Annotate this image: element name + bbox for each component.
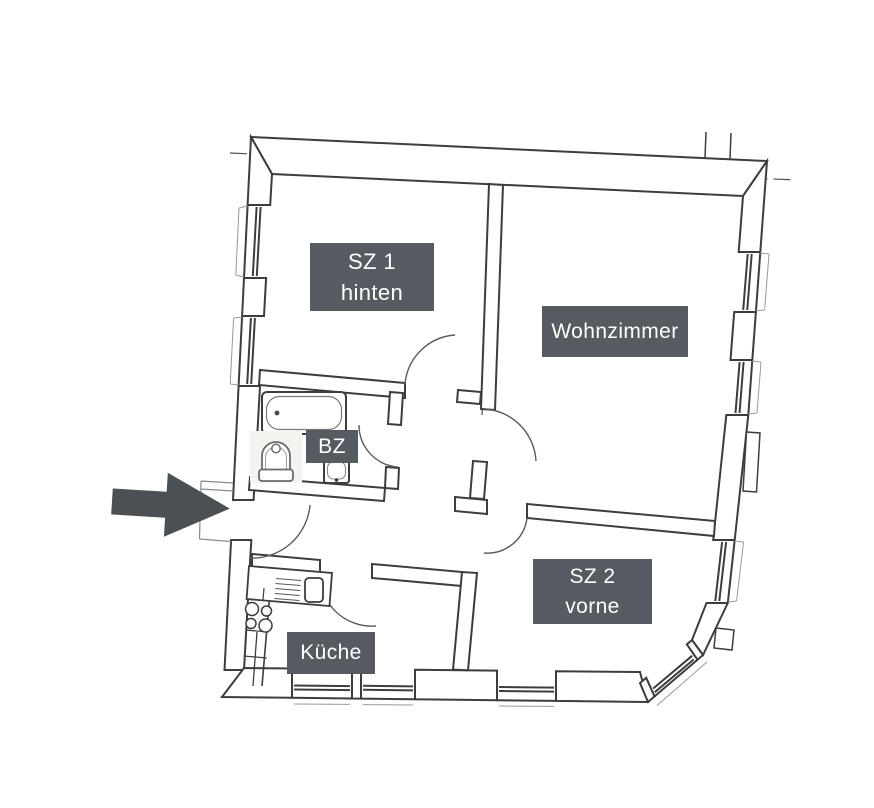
window-left-1 bbox=[235, 204, 271, 279]
window-bottom-kitchen-1 bbox=[291, 668, 353, 705]
wall-bz-east-upper bbox=[386, 390, 405, 427]
room-label-bz: BZ bbox=[306, 430, 358, 463]
stove-icon bbox=[244, 601, 273, 633]
window-right-1 bbox=[734, 251, 770, 313]
room-label-sz1: SZ 1 hinten bbox=[310, 243, 434, 311]
room-label-sz1-line1: SZ 1 bbox=[347, 248, 397, 274]
door-arc-entrance bbox=[248, 504, 311, 559]
bottom-wall bbox=[220, 666, 293, 699]
room-label-sz2: SZ 2 vorne bbox=[533, 559, 652, 624]
room-label-kueche: Küche bbox=[287, 632, 375, 674]
wall-sz2-north-stub bbox=[454, 495, 488, 516]
windows bbox=[229, 204, 770, 707]
wall-sz2-north bbox=[526, 502, 717, 538]
kitchen-counter-icon bbox=[243, 565, 333, 687]
kitchen-sink-drainer bbox=[274, 578, 302, 601]
toilet-icon bbox=[250, 431, 302, 483]
window-bottom-kitchen-2 bbox=[360, 669, 416, 706]
door-arc-sz1 bbox=[404, 334, 456, 385]
radiator-niche bbox=[742, 431, 761, 493]
wall-kueche-north-b bbox=[371, 562, 463, 588]
room-label-sz1-line2: hinten bbox=[340, 280, 404, 305]
wall-sz1-wohnzimmer bbox=[479, 182, 505, 412]
wall-bz-east-lower bbox=[383, 465, 401, 491]
door-arc-wohnzimmer bbox=[484, 408, 537, 462]
entrance-recess bbox=[198, 480, 234, 543]
kitchen-sink-bowl bbox=[304, 577, 324, 603]
right-wall bbox=[712, 414, 750, 541]
wall-kueche-east bbox=[451, 570, 479, 672]
window-left-2 bbox=[229, 315, 264, 387]
window-bay bbox=[645, 643, 708, 706]
bathtub-icon bbox=[261, 391, 347, 435]
wall-hall-wohnzimmer bbox=[468, 459, 489, 501]
bottom-wall bbox=[555, 670, 650, 704]
room-label-bz-line1: BZ bbox=[318, 434, 346, 458]
right-wall bbox=[729, 311, 757, 361]
room-label-wohnzimmer-line1: Wohnzimmer bbox=[551, 319, 679, 343]
wall-sz1-south-stub bbox=[455, 388, 483, 406]
room-label-wohnzimmer: Wohnzimmer bbox=[542, 306, 688, 357]
door-arc-bz bbox=[358, 424, 399, 468]
room-label-sz2-line1: SZ 2 bbox=[569, 564, 616, 588]
window-right-2 bbox=[726, 359, 762, 416]
wall-sz1-south bbox=[257, 368, 406, 400]
window-right-3 bbox=[706, 539, 744, 604]
top-wall bbox=[249, 135, 769, 198]
door-arc-sz2 bbox=[483, 517, 528, 554]
bottom-wall bbox=[414, 668, 498, 702]
room-label-kueche-line1: Küche bbox=[300, 641, 362, 665]
top-wall-stub bbox=[704, 131, 707, 159]
left-wall bbox=[241, 277, 268, 317]
top-wall-stub bbox=[729, 132, 732, 160]
entrance-arrow bbox=[111, 472, 230, 537]
kitchen-sink-unit bbox=[245, 565, 333, 607]
window-bottom-sz2 bbox=[496, 670, 557, 707]
pillar-notch bbox=[713, 627, 735, 651]
room-label-sz2-line2: vorne bbox=[565, 594, 620, 618]
